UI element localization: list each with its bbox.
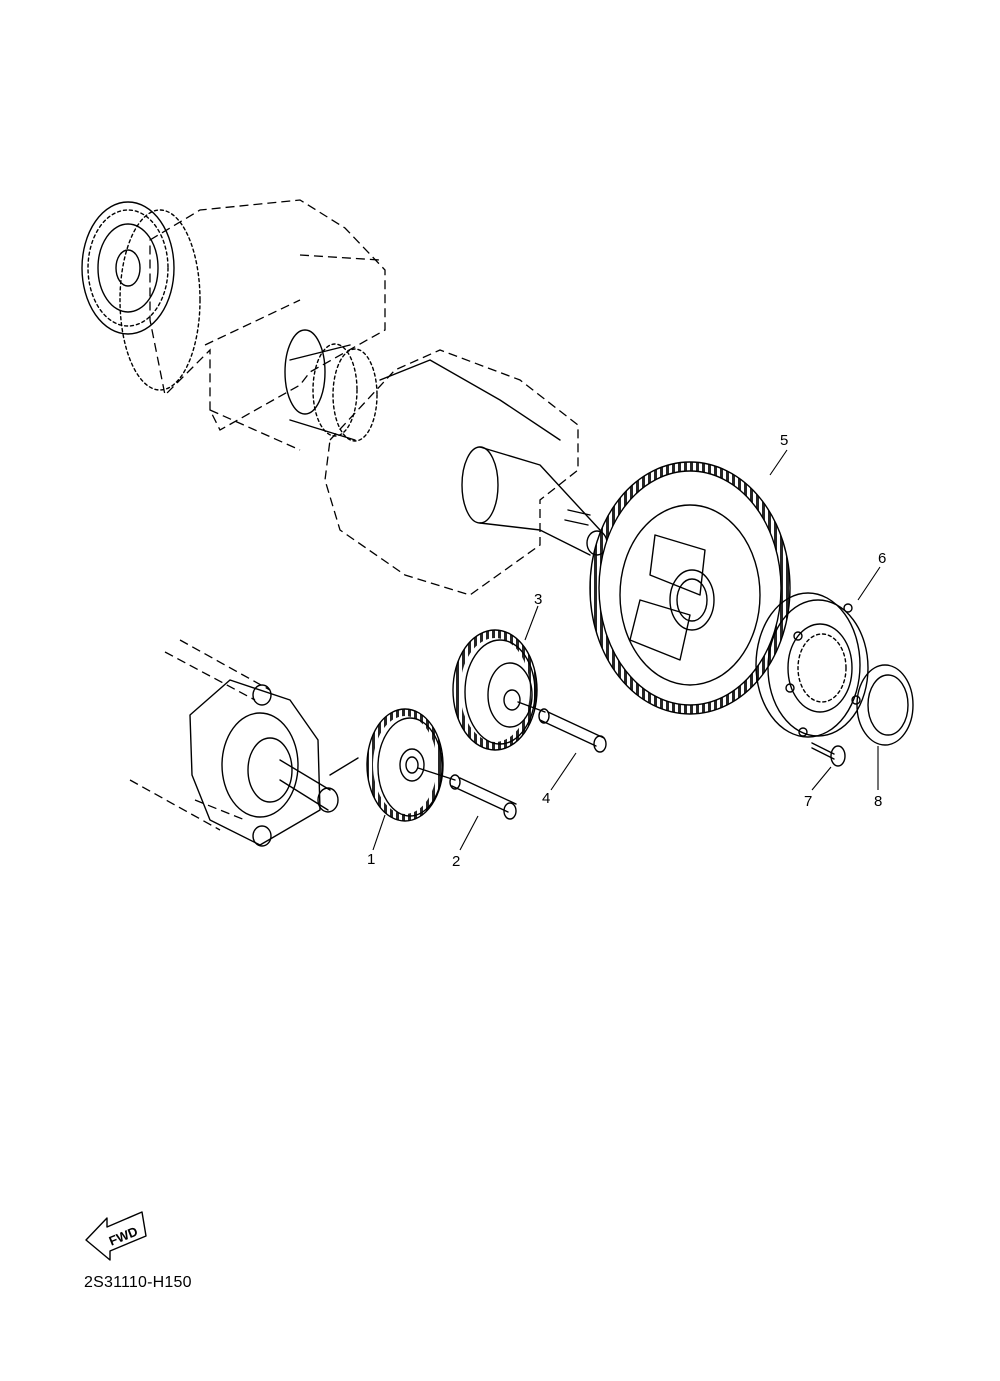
part-5-starter-driven-gear [589, 461, 791, 715]
callout-6: 6 [878, 550, 886, 567]
part-3-idle-gear [452, 629, 546, 751]
callout-3: 3 [534, 591, 542, 608]
part-2-shaft [449, 774, 517, 820]
fwd-arrow-icon: FWD [85, 1211, 147, 1261]
part-1-idle-gear [366, 708, 456, 822]
leader-lines [372, 449, 881, 851]
callout-2: 2 [452, 853, 460, 870]
callout-4: 4 [542, 790, 550, 807]
part-4-shaft [538, 708, 607, 753]
callout-5: 5 [780, 432, 788, 449]
callout-1: 1 [367, 851, 375, 868]
starter-motor-reference [129, 639, 359, 847]
callout-8: 8 [874, 793, 882, 810]
crankshaft-assembly [81, 199, 608, 596]
part-6-one-way-clutch [755, 592, 869, 738]
callout-7: 7 [804, 793, 812, 810]
timing-gear-reference [81, 201, 201, 391]
diagram-code: 2S31110-H150 [84, 1274, 192, 1291]
part-7-bolt [811, 742, 846, 767]
part-8-washer [856, 664, 914, 746]
